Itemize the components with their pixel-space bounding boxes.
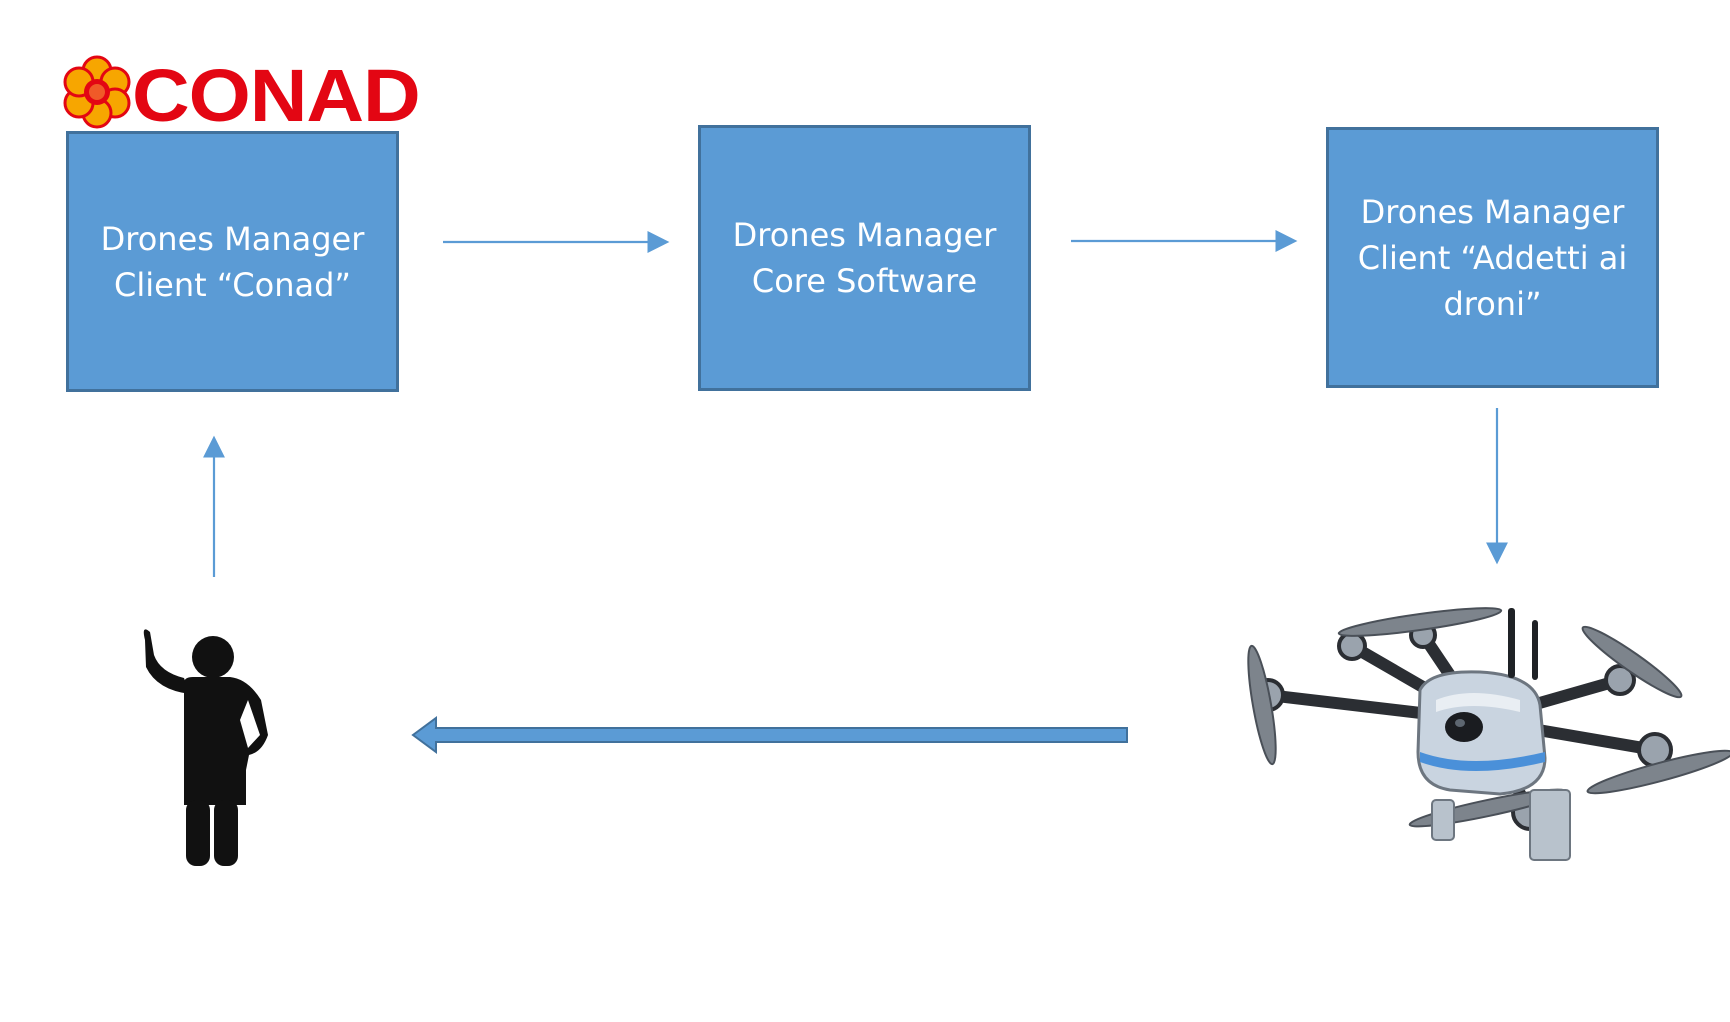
core-software-box: Drones Manager Core Software	[698, 125, 1031, 391]
conad-flower-icon	[63, 55, 131, 129]
conad-logo: CONAD	[62, 50, 421, 136]
core-software-label: Drones Manager Core Software	[732, 216, 997, 300]
client-addetti-box: Drones Manager Client “Addetti ai droni”	[1326, 127, 1659, 388]
client-addetti-label: Drones Manager Client “Addetti ai droni”	[1357, 192, 1628, 323]
client-conad-box: Drones Manager Client “Conad”	[66, 131, 399, 392]
conad-logo-text: CONAD	[132, 54, 421, 137]
client-conad-label: Drones Manager Client “Conad”	[100, 219, 365, 304]
arrow-drone-to-person	[411, 716, 1128, 754]
hexacopter-drone-icon	[1247, 607, 1730, 861]
person-raising-hand-icon	[143, 629, 268, 866]
